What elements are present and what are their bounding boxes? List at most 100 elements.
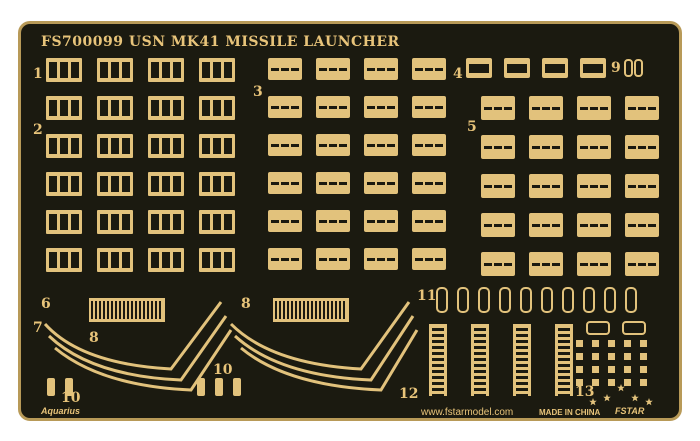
hatch-slot [329, 106, 337, 109]
part-number-12: 12 [399, 386, 419, 402]
part-13-square [624, 366, 631, 373]
hatch-slot [367, 144, 375, 147]
frame-cutout [111, 62, 119, 78]
grille-slot [91, 301, 93, 319]
frame-cutout [71, 100, 79, 116]
grille-slot [159, 301, 161, 319]
grille-slot [131, 301, 133, 319]
hatch-slot [415, 182, 423, 185]
frame-cutout [151, 100, 159, 116]
part-13-square [624, 353, 631, 360]
grille-slot [319, 301, 321, 319]
part-11-link [499, 287, 511, 313]
hatch-slot [425, 68, 433, 71]
part-13-square [592, 366, 599, 373]
frame-cutout [111, 176, 119, 192]
part-11-link [520, 287, 532, 313]
grille-slot [303, 301, 305, 319]
ladder-rung [558, 358, 570, 361]
hatch-slot [387, 106, 395, 109]
ladder-rung [516, 340, 528, 343]
grille-slot [107, 301, 109, 319]
hatch-slot [425, 258, 433, 261]
hatch-slot [329, 182, 337, 185]
rail-part [54, 329, 233, 392]
ladder-rung [516, 370, 528, 373]
hatch-slot [339, 258, 347, 261]
grille-slot [143, 301, 145, 319]
frame-cutout [49, 62, 57, 78]
ladder-rung [558, 340, 570, 343]
hatch-slot [271, 106, 279, 109]
part-11-link [457, 287, 469, 313]
frame-cutout [100, 252, 108, 268]
ladder-rung [432, 346, 444, 349]
grille-slot [139, 301, 141, 319]
frame-cutout [151, 62, 159, 78]
frame-cutout [162, 214, 170, 230]
block-slot [532, 224, 540, 227]
grille-slot [99, 301, 101, 319]
grille-slot [335, 301, 337, 319]
block-slot [628, 146, 636, 149]
hatch-slot [387, 258, 395, 261]
hatch-slot [377, 144, 385, 147]
hatch-slot [281, 106, 289, 109]
hatch-slot [367, 182, 375, 185]
frame-cutout [49, 252, 57, 268]
ladder-rung [474, 394, 486, 397]
star-icon [589, 398, 597, 406]
ladder-rung [432, 370, 444, 373]
hatch-slot [377, 258, 385, 261]
hatch-slot [435, 144, 443, 147]
part-13-square [576, 379, 583, 386]
frame-cutout [162, 62, 170, 78]
hatch-slot [387, 68, 395, 71]
ladder-rung [474, 382, 486, 385]
block-slot [552, 224, 560, 227]
part-9-ring [634, 59, 643, 77]
ladder-rung [474, 340, 486, 343]
hatch-slot [339, 220, 347, 223]
hatch-slot [377, 106, 385, 109]
ladder-rung [474, 376, 486, 379]
hatch-slot [387, 144, 395, 147]
hatch-slot [329, 144, 337, 147]
ladder-rung [432, 334, 444, 337]
small-part-10 [197, 378, 205, 396]
ladder-rung [432, 358, 444, 361]
star-icon [603, 394, 611, 402]
block-slot [580, 224, 588, 227]
part-13-square [640, 379, 647, 386]
frame-cutout [213, 100, 221, 116]
star-icon [645, 398, 653, 406]
ladder-rung [516, 358, 528, 361]
part-11-link [436, 287, 448, 313]
ladder-rung [432, 382, 444, 385]
hatch-slot [281, 144, 289, 147]
block-slot [590, 146, 598, 149]
ladder-rung [516, 382, 528, 385]
part-9-ring [624, 59, 633, 77]
hatch-slot [319, 144, 327, 147]
grille-slot [327, 301, 329, 319]
ladder-rung [558, 394, 570, 397]
block-slot [600, 146, 608, 149]
part-11-link [604, 287, 616, 313]
hatch-slot [415, 68, 423, 71]
part-number-3: 3 [253, 84, 263, 100]
frame-cutout [71, 176, 79, 192]
grille-slot [135, 301, 137, 319]
frame-cutout [151, 138, 159, 154]
hatch-slot [329, 258, 337, 261]
frame-cutout [71, 138, 79, 154]
ladder-rung [558, 388, 570, 391]
part-13-square [576, 366, 583, 373]
clip-slot [469, 64, 489, 73]
block-slot [484, 107, 492, 110]
hatch-slot [435, 68, 443, 71]
part-13-square [608, 366, 615, 373]
website-text: www.fstarmodel.com [421, 407, 514, 418]
ladder-rung [432, 352, 444, 355]
hatch-slot [415, 258, 423, 261]
